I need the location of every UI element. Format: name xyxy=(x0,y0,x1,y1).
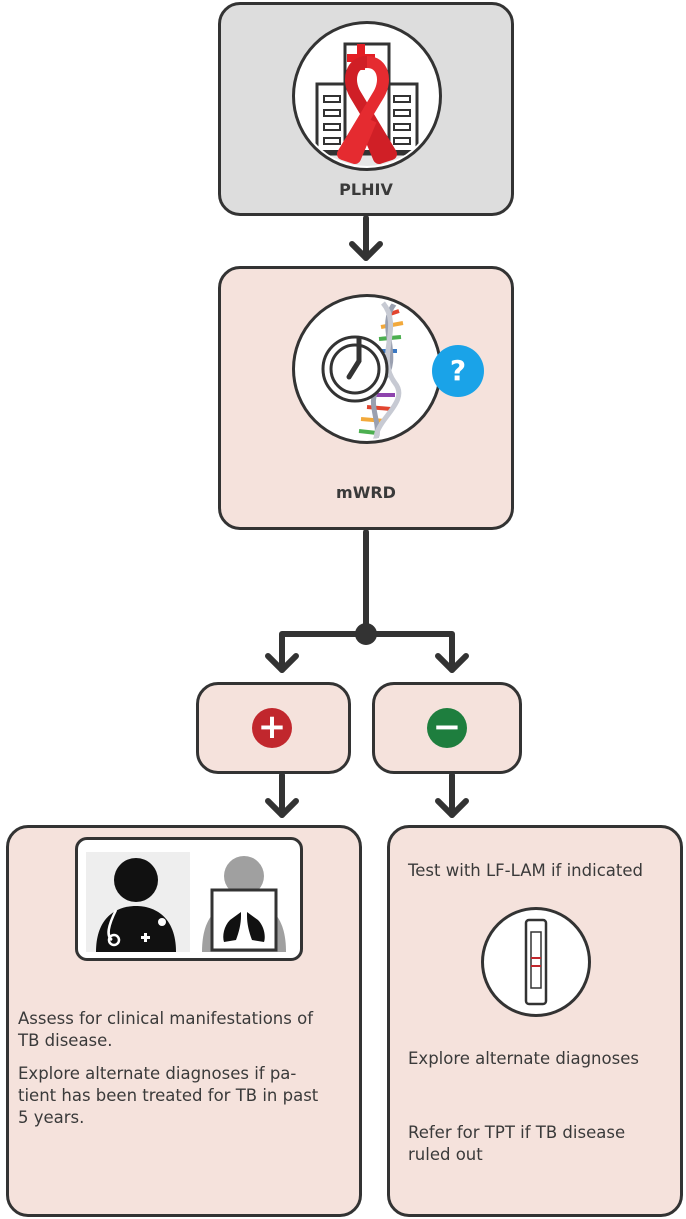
positive-text-1-line-1: Assess for clinical manifestations of xyxy=(18,1009,314,1028)
negative-text-2: Explore alternate diagnoses xyxy=(408,1049,639,1068)
plhiv-node: PLHIV xyxy=(218,2,514,216)
positive-node: + xyxy=(196,682,351,774)
negative-result-card: Test with LF-LAM if indicated Explore al… xyxy=(387,825,683,1217)
plhiv-icon-circle xyxy=(292,21,442,171)
minus-circle-icon: − xyxy=(427,708,467,748)
negative-symbol: − xyxy=(432,707,462,747)
lf-lam-strip-icon xyxy=(524,918,548,1006)
mwrd-icon-circle xyxy=(292,294,442,444)
negative-text-3-line-2: ruled out xyxy=(408,1145,483,1164)
split-dot xyxy=(355,623,377,645)
plhiv-label: PLHIV xyxy=(339,180,393,199)
chest-xray-icon xyxy=(202,856,286,952)
positive-symbol: + xyxy=(257,707,287,747)
plus-circle-icon: + xyxy=(252,708,292,748)
positive-text-1-line-2: TB disease. xyxy=(18,1031,113,1050)
positive-text-2-line-3: 5 years. xyxy=(18,1108,85,1127)
positive-text-2-line-2: tient has been treated for TB in past xyxy=(18,1086,319,1105)
lf-lam-circle xyxy=(481,907,591,1017)
positive-text-2-line-1: Explore alternate diagnoses if pa- xyxy=(18,1064,297,1083)
question-badge-label: ? xyxy=(449,354,467,387)
question-badge-icon: ? xyxy=(432,345,484,397)
clinical-icons-panel xyxy=(75,837,303,961)
hospital-red-ribbon-icon xyxy=(309,42,425,166)
molecular-test-dna-icon xyxy=(321,301,404,439)
doctor-icon xyxy=(86,852,190,952)
mwrd-node: ? mWRD xyxy=(218,266,514,530)
negative-text-3-line-1: Refer for TPT if TB disease xyxy=(408,1123,626,1142)
mwrd-label: mWRD xyxy=(336,483,396,502)
connector-split xyxy=(279,631,455,673)
positive-result-card: Assess for clinical manifestations of TB… xyxy=(6,825,362,1217)
negative-node: − xyxy=(372,682,522,774)
negative-text-1: Test with LF-LAM if indicated xyxy=(408,861,643,880)
